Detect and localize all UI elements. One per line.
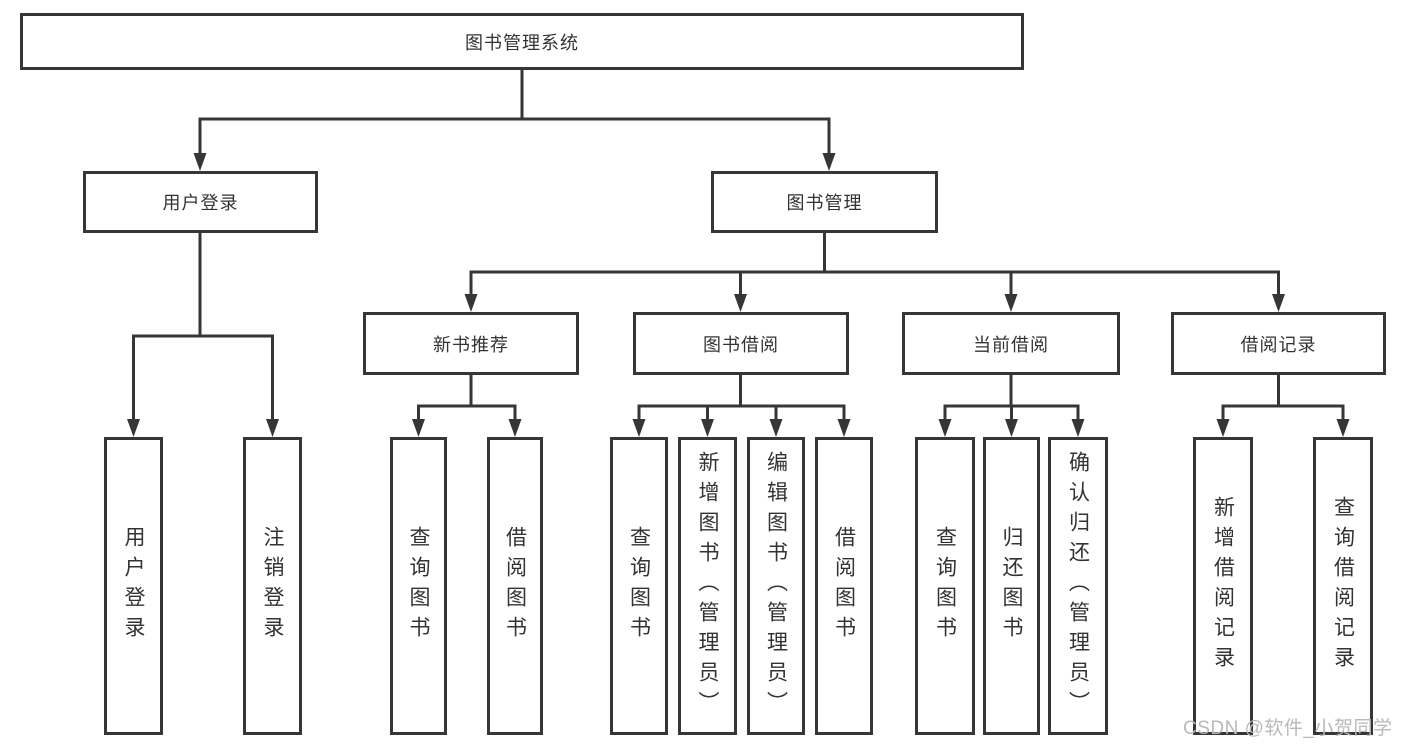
csdn-watermark: CSDN @软件_小贺同学 xyxy=(1183,718,1393,739)
node-book-borrowing: 图书借阅 xyxy=(633,312,849,375)
node-book-management: 图书管理 xyxy=(711,171,938,233)
leaf-borrowing-query-books: 查询图书 xyxy=(610,437,668,735)
leaf-records-add-record: 新增借阅记录 xyxy=(1193,437,1253,735)
leaf-logout: 注销登录 xyxy=(243,437,302,735)
leaf-user-login: 用户登录 xyxy=(104,437,163,735)
leaf-newbooks-borrow-books: 借阅图书 xyxy=(487,437,543,735)
leaf-borrowing-borrow-books: 借阅图书 xyxy=(815,437,873,735)
node-user-login: 用户登录 xyxy=(83,171,318,233)
node-library-management-system: 图书管理系统 xyxy=(20,13,1024,70)
node-new-book-recommend: 新书推荐 xyxy=(363,312,579,375)
leaf-records-query-record: 查询借阅记录 xyxy=(1313,437,1373,735)
leaf-borrowing-add-books-admin: 新增图书（管理员） xyxy=(678,437,737,735)
arrowheads xyxy=(127,153,1350,437)
leaf-borrowing-edit-books-admin: 编辑图书（管理员） xyxy=(747,437,805,735)
leaf-current-confirm-return-admin: 确认归还（管理员） xyxy=(1048,437,1108,735)
node-current-borrowing: 当前借阅 xyxy=(902,312,1120,375)
leaf-current-return-books: 归还图书 xyxy=(983,437,1040,735)
node-borrowing-records: 借阅记录 xyxy=(1171,312,1386,375)
leaf-newbooks-query-books: 查询图书 xyxy=(390,437,447,735)
leaf-current-query-books: 查询图书 xyxy=(915,437,975,735)
